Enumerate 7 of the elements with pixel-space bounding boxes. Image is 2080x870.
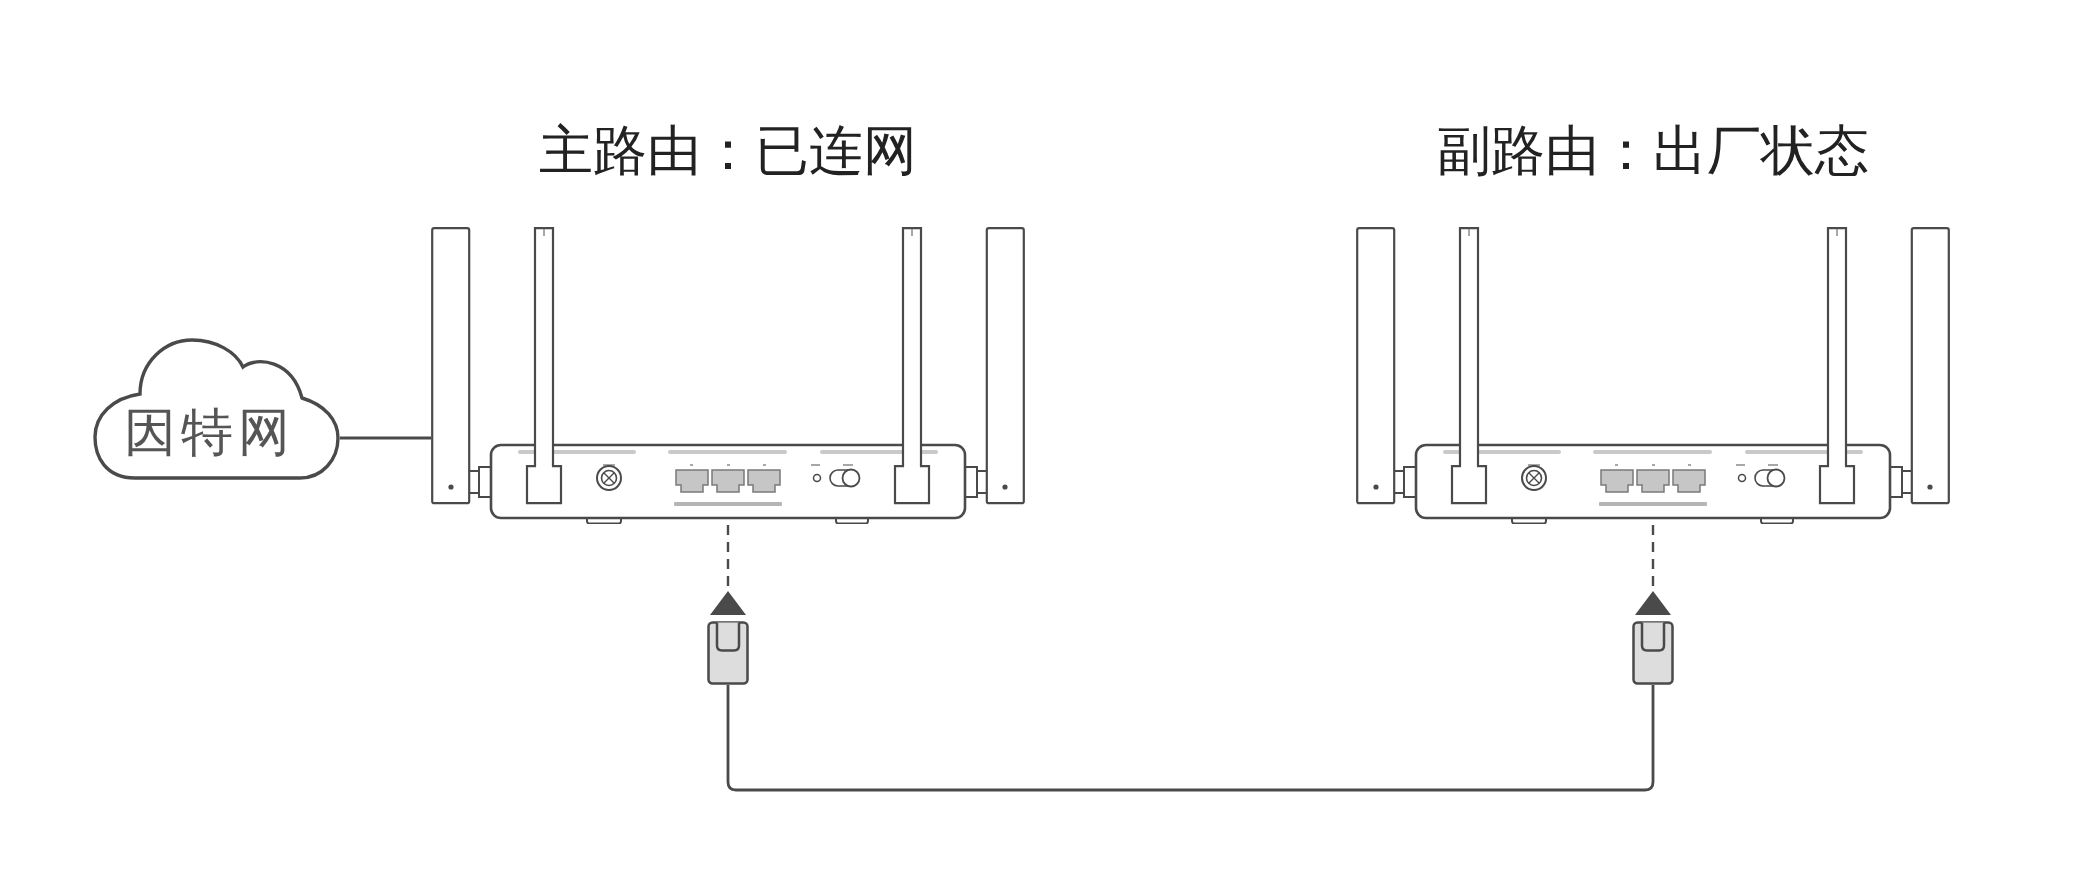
ethernet-plug — [707, 591, 749, 685]
cloud-label: 因特网 — [123, 404, 295, 460]
ethernet-plug — [1632, 591, 1674, 685]
connector-line — [340, 436, 431, 440]
cable — [726, 685, 1655, 792]
router-title: 副路由：出厂状态 — [1437, 124, 1869, 178]
router-title: 主路由：已连网 — [539, 124, 917, 178]
